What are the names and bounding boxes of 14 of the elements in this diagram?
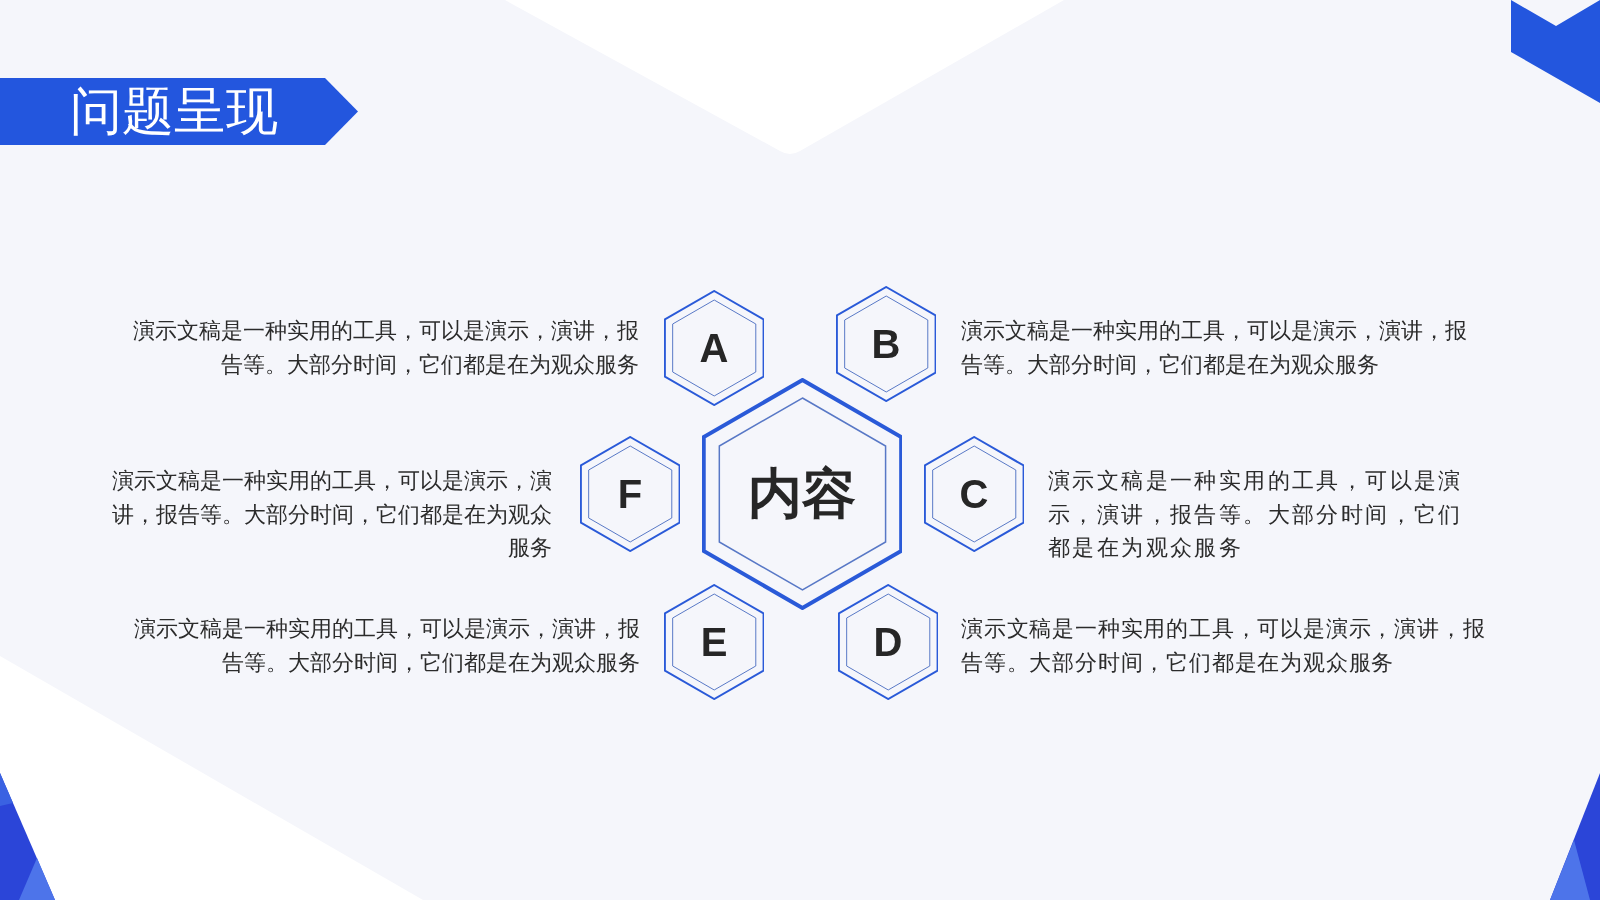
description-text: 演示文稿是一种实用的工具，可以是演示，演讲，报告等。大部分时间，它们都是在为观众服务 bbox=[961, 615, 1487, 677]
description-text: 演示文稿是一种实用的工具，可以是演示，演讲，报告等。大部分时间，它们都是在为观众服务 bbox=[1048, 467, 1464, 563]
letter-hexagon: A bbox=[663, 290, 765, 406]
center-hexagon: 内容 bbox=[701, 378, 903, 610]
letter-hexagon: C bbox=[923, 436, 1025, 552]
description-text: 演示文稿是一种实用的工具，可以是演示，演讲，报告等。大部分时间，它们都是在为观众服务 bbox=[961, 317, 1468, 379]
description-text: 演示文稿是一种实用的工具，可以是演示，演讲，报告等。大部分时间，它们都是在为观众服务 bbox=[132, 317, 639, 379]
title-banner: 问题呈现 bbox=[0, 78, 358, 145]
description-text: 演示文稿是一种实用的工具，可以是演示，演讲，报告等。大部分时间，它们都是在为观众服务 bbox=[111, 467, 552, 563]
letter-hexagon: E bbox=[663, 584, 765, 700]
letter-hexagon: B bbox=[835, 286, 937, 402]
letter-hexagon: D bbox=[837, 584, 939, 700]
letter-hexagon: F bbox=[579, 436, 681, 552]
description-text: 演示文稿是一种实用的工具，可以是演示，演讲，报告等。大部分时间，它们都是在为观众服务 bbox=[133, 615, 640, 677]
